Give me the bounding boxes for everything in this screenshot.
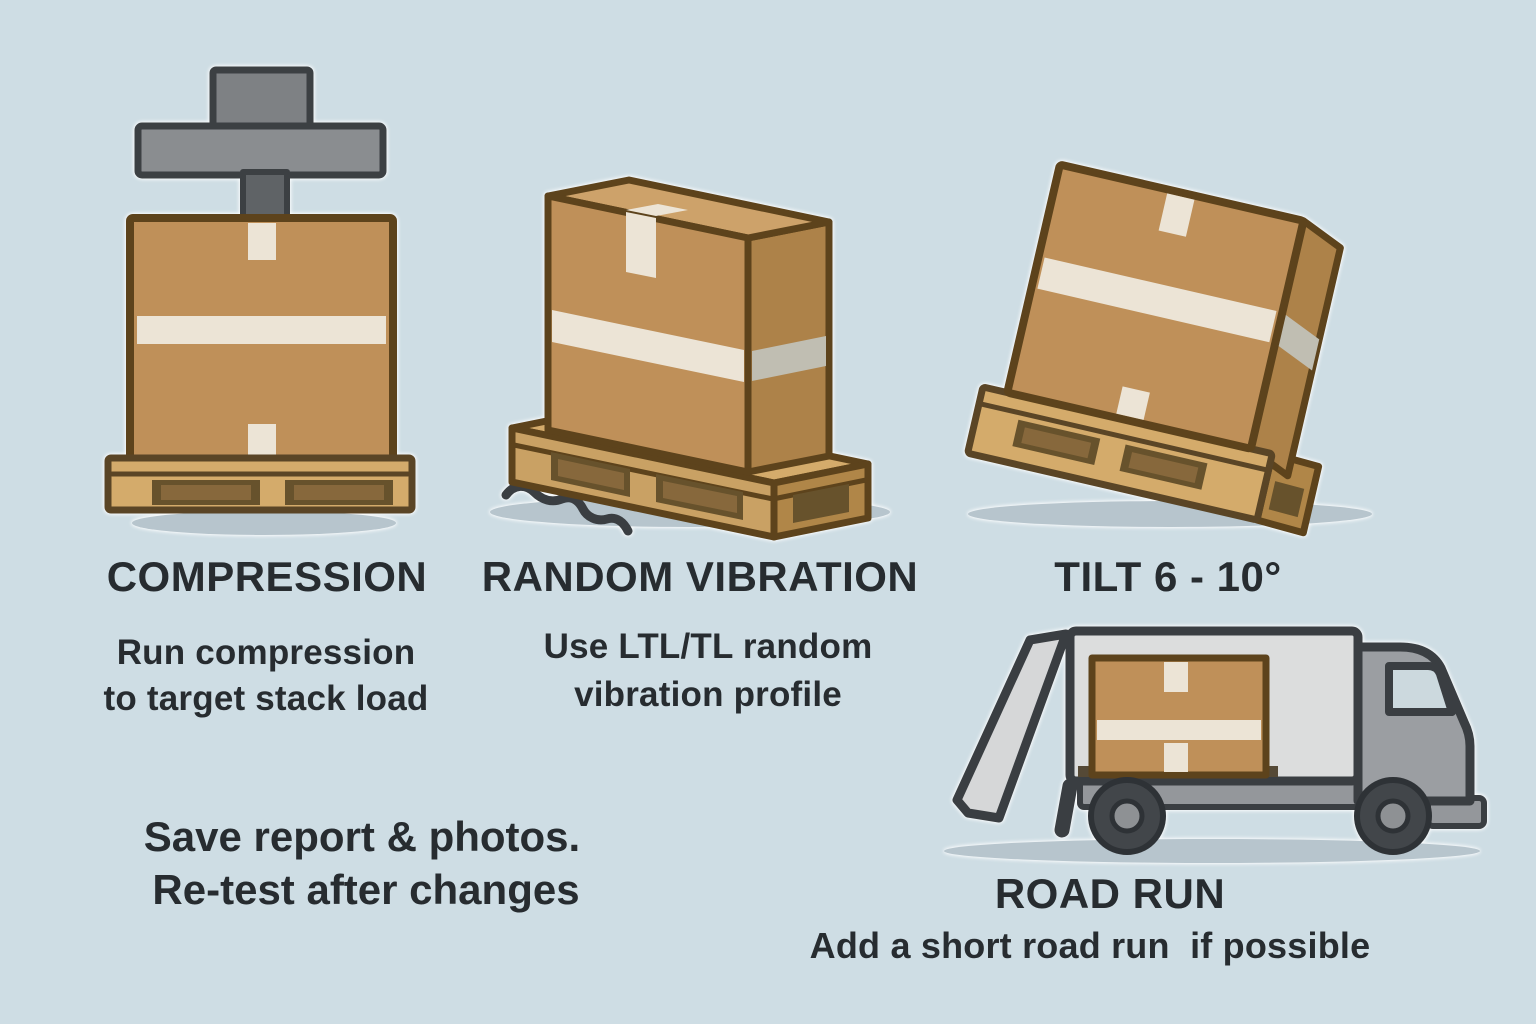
random-vibration-illustration <box>490 176 890 541</box>
tilted-carton-on-pallet-icon <box>964 161 1344 537</box>
compression-shadow <box>132 511 396 535</box>
carton-in-truck-icon <box>1088 654 1270 779</box>
road-run-desc: Add a short road run if possible <box>809 925 1371 966</box>
vibration-desc-line1: Use LTL/TL random <box>543 627 873 666</box>
compression-desc-line1: Run compression <box>116 633 416 672</box>
compression-desc-line2: to target stack load <box>103 679 429 718</box>
vibration-squiggle-icon <box>501 481 633 536</box>
tilt-title: TILT 6 - 10° <box>1054 553 1282 600</box>
truck-window <box>1385 662 1456 716</box>
vibration-desc-line2: vibration profile <box>574 675 842 714</box>
compression-title: COMPRESSION <box>106 553 428 600</box>
tilt-illustration <box>964 161 1372 537</box>
truck-rear-wheel <box>1088 777 1166 855</box>
road-run-truck-illustration <box>944 626 1487 863</box>
note-line2: Re-test after changes <box>152 866 580 913</box>
compression-press-illustration <box>104 66 416 535</box>
note-line1: Save report & photos. <box>143 813 581 860</box>
truck-shadow <box>944 839 1480 863</box>
road-run-title: ROAD RUN <box>994 870 1226 917</box>
carton-3d-icon <box>544 176 833 476</box>
vibration-title: RANDOM VIBRATION <box>481 553 919 600</box>
truck-front-wheel <box>1354 777 1432 855</box>
truck-rear-leg <box>1054 778 1078 838</box>
carton-on-pallet-front-icon <box>104 214 416 514</box>
press-machine-icon <box>134 66 387 227</box>
truck-open-door-icon <box>952 629 1071 823</box>
